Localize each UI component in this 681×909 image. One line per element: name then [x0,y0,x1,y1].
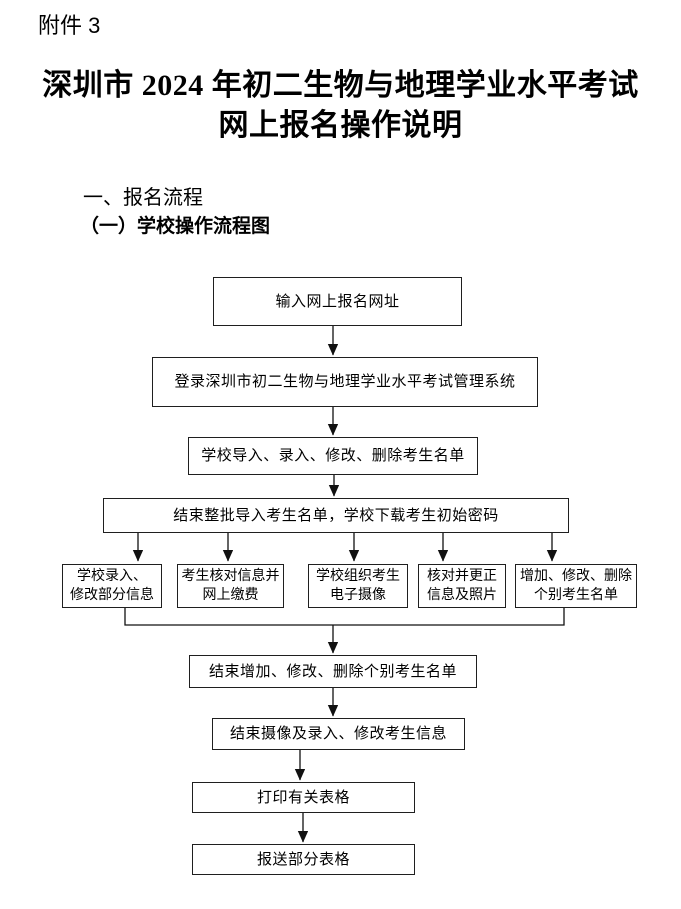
flow-node-finish-photo-and-info-entry: 结束摄像及录入、修改考生信息 [212,718,465,750]
flow-node-label: 结束整批导入考生名单，学校下载考生初始密码 [173,507,499,524]
flow-node-label-line2: 网上缴费 [202,588,259,603]
page-title: 深圳市 2024 年初二生物与地理学业水平考试 网上报名操作说明 [0,66,681,146]
flow-node-label: 学校导入、录入、修改、删除考生名单 [201,448,465,464]
flow-node-label: 输入网上报名网址 [275,293,400,310]
flow-connector-bracket [124,608,565,626]
flow-node-enter-registration-url: 输入网上报名网址 [213,277,462,326]
subsection-heading: （一）学校操作流程图 [80,216,271,237]
section-heading: 一、报名流程 [83,187,203,209]
flow-node-label-line1: 学校录入、 [77,569,147,584]
flow-node-label-line1: 考生核对信息并 [181,569,280,584]
flow-node-print-forms: 打印有关表格 [192,782,415,813]
flow-node-label-line2: 电子摄像 [330,588,386,603]
flow-node-school-import-modify-delete-list: 学校导入、录入、修改、删除考生名单 [188,437,478,475]
flow-node-label: 打印有关表格 [256,789,350,806]
flow-node-label: 登录深圳市初二生物与地理学业水平考试管理系统 [174,374,516,390]
flow-node-label: 结束增加、修改、删除个别考生名单 [208,663,457,680]
flow-node-school-entry-modify-info: 学校录入、 修改部分信息 [62,564,162,608]
attachment-label: 附件 3 [38,13,101,38]
page-title-line1: 深圳市 2024 年初二生物与地理学业水平考试 [42,69,639,102]
flow-node-verify-correct-info-photo: 核对并更正 信息及照片 [418,564,506,608]
flow-node-student-verify-info-pay-online: 考生核对信息并 网上缴费 [177,564,284,608]
flow-node-school-organize-photo: 学校组织考生 电子摄像 [308,564,408,608]
flow-node-label: 结束摄像及录入、修改考生信息 [229,726,447,742]
page-title-line2: 网上报名操作说明 [218,109,463,142]
flow-node-finish-batch-import-download-passwords: 结束整批导入考生名单，学校下载考生初始密码 [103,498,569,533]
flow-node-label-line2: 修改部分信息 [70,588,154,603]
flow-node-add-modify-delete-individual: 增加、修改、删除 个别考生名单 [515,564,637,608]
flow-node-login-management-system: 登录深圳市初二生物与地理学业水平考试管理系统 [152,357,538,407]
flow-node-label-line2: 个别考生名单 [534,588,618,603]
flow-node-label-line1: 学校组织考生 [316,569,400,584]
flow-node-submit-forms: 报送部分表格 [192,844,415,875]
flow-node-label-line1: 增加、修改、删除 [520,569,632,584]
flow-node-label-line2: 信息及照片 [427,588,497,603]
flow-node-label: 报送部分表格 [256,851,350,868]
flow-node-finish-add-modify-delete-individual: 结束增加、修改、删除个别考生名单 [189,655,477,688]
flow-node-label-line1: 核对并更正 [427,569,497,584]
